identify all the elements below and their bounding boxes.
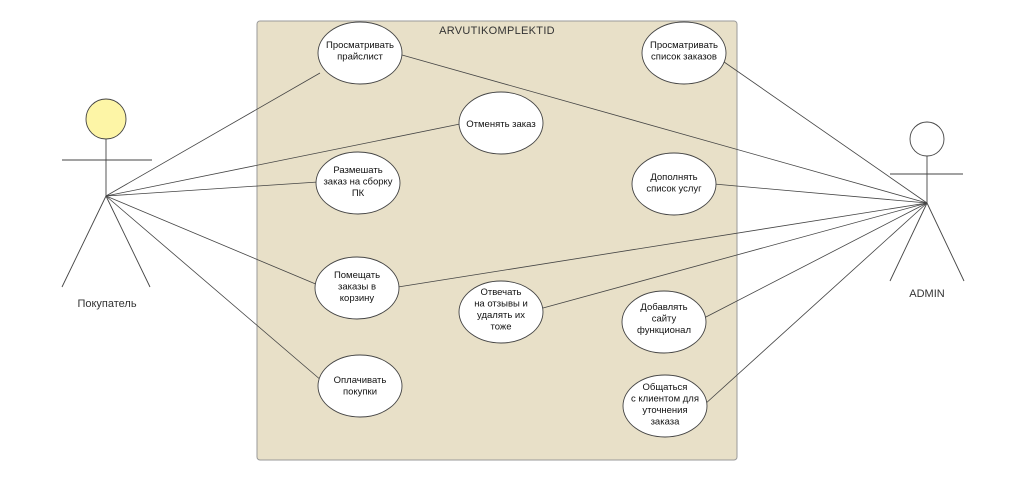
use-case-ellipse [458,280,544,344]
association-customer-cancel-order [105,123,461,197]
admin-associations [397,54,928,406]
system-title: ARVUTIKOMPLEKTID [439,25,555,37]
use-case-ellipse [458,91,544,155]
association-admin-view-orders [713,54,928,204]
use-case-label-line: Дополнять [650,172,697,183]
use-case-label-line: Отвечать [481,287,522,298]
association-admin-extend-services [713,183,928,204]
use-case-label-line: Отменять заказ [466,119,535,130]
actor-customer-right-leg [105,195,151,288]
actor-admin[interactable] [889,121,965,282]
association-admin-chat-client [703,202,928,406]
use-case-ellipse [631,152,717,216]
use-case-label-line: прайслист [337,52,383,63]
use-case-label-line: покупки [343,387,377,398]
use-case-label-line: список услуг [646,184,702,195]
actor-customer[interactable] [61,98,152,288]
association-admin-reply-reviews [542,202,928,309]
association-customer-place-build-order [105,181,319,197]
use-case-label-line: Просматривать [650,40,718,51]
use-case-ellipse [622,374,708,438]
use-case-label-line: функционал [637,325,691,336]
use-case-label-line: Оплачивать [334,375,387,386]
actor-admin-label: ADMIN [909,288,945,300]
actor-admin-head [909,121,945,157]
association-admin-add-to-cart [397,202,928,288]
use-case-label-line: сайту [652,314,677,325]
use-case-label-line: на отзывы и [474,299,528,310]
use-case-cancel-order[interactable]: Отменять заказ [458,91,544,155]
actor-customer-label: Покупатель [77,298,136,310]
use-case-label-line: Просматривать [326,40,394,51]
use-case-label-line: ПК [352,188,365,199]
actor-customer-left-leg [61,195,107,288]
use-case-ellipse [314,256,400,320]
use-case-label-line: Помещать [334,270,380,281]
use-case-label-line: заказы в [338,282,376,293]
use-case-label-line: Общаться [643,382,688,393]
use-case-label-line: корзину [340,293,375,304]
association-customer-view-pricelist [105,72,321,197]
association-customer-pay-orders [105,195,323,382]
actor-admin-left-leg [889,202,928,282]
association-customer-add-to-cart [105,195,319,286]
use-case-ellipse [641,21,727,85]
use-case-ellipse [315,151,401,215]
use-case-label: Отменять заказ [466,119,535,130]
use-case-label-line: заказ на сборку [323,177,392,188]
use-case-label-line: список заказов [651,52,717,63]
use-case-ellipse [317,21,403,85]
system-boundary [256,20,738,461]
use-case-label-line: тоже [490,322,511,333]
use-case-label-line: Добавлять [640,302,687,313]
use-case-label-line: заказа [651,417,681,428]
customer-associations [105,72,461,382]
use-case-label-line: с клиентом для [631,394,699,405]
use-case-label-line: уточнения [642,405,687,416]
actor-admin-right-leg [926,202,965,282]
use-case-ellipse [621,290,707,354]
use-case-label-line: удалять их [477,310,525,321]
use-case-ellipse [317,354,403,418]
use-case-label-line: Размешать [333,165,382,176]
association-admin-add-functionality [703,202,928,319]
actor-customer-head [85,98,127,140]
association-admin-view-pricelist [401,54,928,204]
